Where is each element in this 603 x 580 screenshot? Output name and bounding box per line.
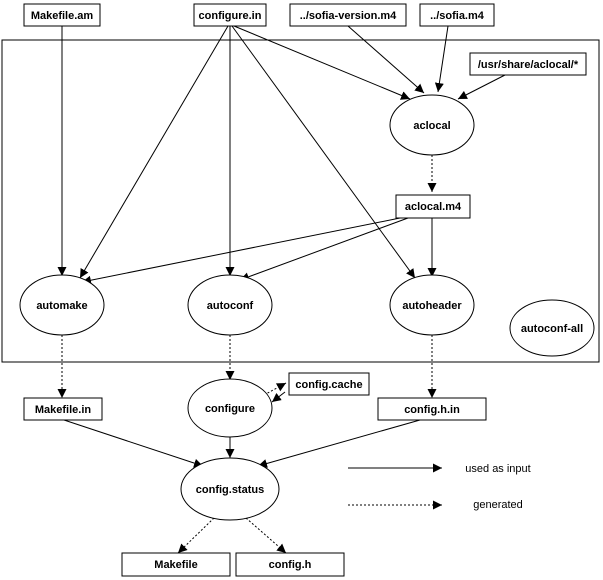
edge-configure-in-autoheader <box>231 25 416 279</box>
node-autoconf-all: autoconf-all <box>509 299 595 357</box>
node-label: autoconf-all <box>521 323 583 335</box>
edge-sofia-m4-aclocal <box>434 25 449 93</box>
node-makefile-in: Makefile.in <box>23 397 103 421</box>
edge-config-status-generates-makefile <box>177 517 215 554</box>
node-label: autoheader <box>402 300 462 312</box>
node-label: configure <box>205 403 255 415</box>
node-automake: automake <box>19 274 105 336</box>
node-label: config.status <box>196 484 264 496</box>
node-autoheader: autoheader <box>389 274 475 336</box>
edge-aclocal-m4-automake <box>81 217 401 285</box>
edge-config-h-in-config-status <box>257 419 421 468</box>
node-config-status: config.status <box>180 457 280 521</box>
legend-generated-label: generated <box>473 499 523 511</box>
node-label: /usr/share/aclocal/* <box>478 59 579 71</box>
node-configure: configure <box>187 378 273 438</box>
node-makefile: Makefile <box>121 552 231 577</box>
edge-config-status-generates-config-h <box>245 517 287 554</box>
edge-configure-in-automake <box>79 25 229 279</box>
node-config-h: config.h <box>235 552 345 577</box>
node-label: ../sofia-version.m4 <box>300 10 397 22</box>
autoconf-group-frame <box>1 39 600 363</box>
node-usr-share-aclocal: /usr/share/aclocal/* <box>469 52 587 76</box>
node-sofia-version-m4: ../sofia-version.m4 <box>289 3 407 27</box>
edge-configure-generates-config-cache <box>263 382 287 396</box>
node-autoconf: autoconf <box>187 274 273 336</box>
edge-sofia-version-aclocal <box>347 25 425 94</box>
node-label: aclocal.m4 <box>405 201 462 213</box>
node-label: config.h.in <box>404 404 460 416</box>
node-label: config.cache <box>295 379 362 391</box>
legend: used as input generated <box>348 463 531 511</box>
node-config-cache: config.cache <box>288 372 370 396</box>
node-label: ../sofia.m4 <box>430 10 485 22</box>
node-label: aclocal <box>413 120 450 132</box>
edge-config-cache-configure <box>271 391 286 403</box>
node-label: Makefile.in <box>35 404 92 416</box>
node-label: config.h <box>269 559 312 571</box>
node-label: autoconf <box>207 300 254 312</box>
node-label: Makefile <box>154 559 197 571</box>
legend-used-as-input-label: used as input <box>465 463 530 475</box>
edge-aclocal-m4-autoconf <box>239 217 409 282</box>
node-aclocal-m4: aclocal.m4 <box>395 194 471 219</box>
node-label: Makefile.am <box>31 10 94 22</box>
edge-configure-in-aclocal <box>233 25 411 100</box>
edge-usr-share-aclocal-aclocal <box>457 74 506 100</box>
node-label: configure.in <box>199 10 262 22</box>
node-label: automake <box>36 300 87 312</box>
node-makefile-am: Makefile.am <box>23 3 101 27</box>
node-aclocal: aclocal <box>389 94 475 156</box>
edge-makefile-in-config-status <box>63 419 204 468</box>
node-sofia-m4: ../sofia.m4 <box>419 3 495 27</box>
node-configure-in: configure.in <box>193 3 267 27</box>
node-config-h-in: config.h.in <box>377 397 487 421</box>
